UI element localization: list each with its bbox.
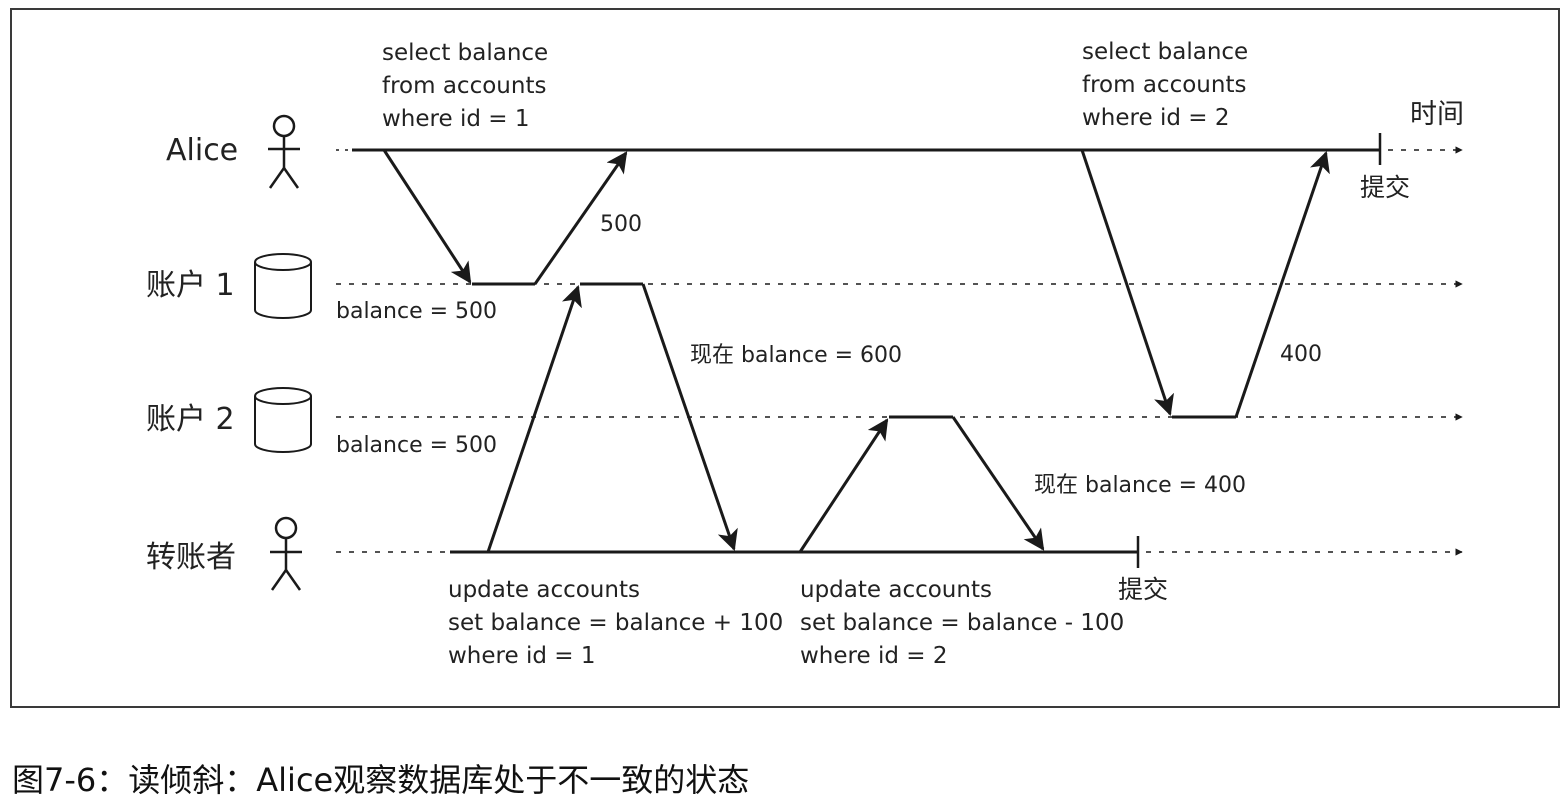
alice-read-account2-flow	[1080, 149, 1330, 419]
transferer-commit-label: 提交	[1118, 575, 1168, 604]
transfer-update1-statement: update accounts set balance = balance + …	[448, 577, 783, 669]
svg-text:set balance = balance - 100: set balance = balance - 100	[800, 610, 1124, 636]
account1-database-icon	[254, 253, 312, 319]
svg-text:where id = 1: where id = 1	[382, 106, 529, 132]
lane-label-transferer: 转账者	[146, 540, 236, 575]
alice-query1: select balance from accounts where id = …	[382, 40, 548, 132]
svg-text:from accounts: from accounts	[382, 73, 546, 99]
svg-text:where id = 2: where id = 2	[1082, 105, 1229, 131]
alice-read-account1-flow	[382, 149, 628, 286]
alice-commit-label: 提交	[1360, 173, 1410, 202]
svg-text:select balance: select balance	[382, 40, 548, 66]
transfer-update2-statement: update accounts set balance = balance - …	[800, 577, 1124, 669]
svg-text:where id = 2: where id = 2	[800, 643, 947, 669]
alice-person-icon	[268, 114, 300, 189]
svg-text:update accounts: update accounts	[448, 577, 640, 603]
svg-text:update accounts: update accounts	[800, 577, 992, 603]
lane-label-alice: Alice	[166, 133, 238, 168]
lane-label-account1: 账户 1	[146, 268, 235, 303]
figure-caption: 图7-6：读倾斜：Alice观察数据库处于不一致的状态	[12, 761, 750, 799]
account2-new-balance: 现在 balance = 400	[1034, 473, 1246, 498]
svg-text:from accounts: from accounts	[1082, 72, 1246, 98]
timeline-alice	[336, 133, 1463, 165]
time-label: 时间	[1410, 99, 1464, 130]
alice-read2-result: 400	[1280, 342, 1322, 367]
transfer-update-account1-flow	[486, 282, 738, 553]
svg-text:set balance = balance + 100: set balance = balance + 100	[448, 610, 783, 636]
transfer-update-account2-flow	[798, 415, 1045, 553]
svg-text:select balance: select balance	[1082, 39, 1248, 65]
alice-read1-result: 500	[600, 212, 642, 237]
transferer-person-icon	[270, 516, 302, 591]
account1-initial-balance: balance = 500	[336, 299, 497, 324]
account1-new-balance: 现在 balance = 600	[690, 343, 902, 368]
account2-database-icon	[254, 387, 312, 453]
lane-label-account2: 账户 2	[146, 402, 235, 437]
read-skew-diagram: Alice 账户 1 账户 2 转账者	[146, 39, 1464, 669]
alice-query2: select balance from accounts where id = …	[1082, 39, 1248, 131]
figure-frame	[10, 8, 1560, 708]
account2-initial-balance: balance = 500	[336, 433, 497, 458]
svg-text:where id = 1: where id = 1	[448, 643, 595, 669]
timeline-transferer	[336, 536, 1463, 568]
